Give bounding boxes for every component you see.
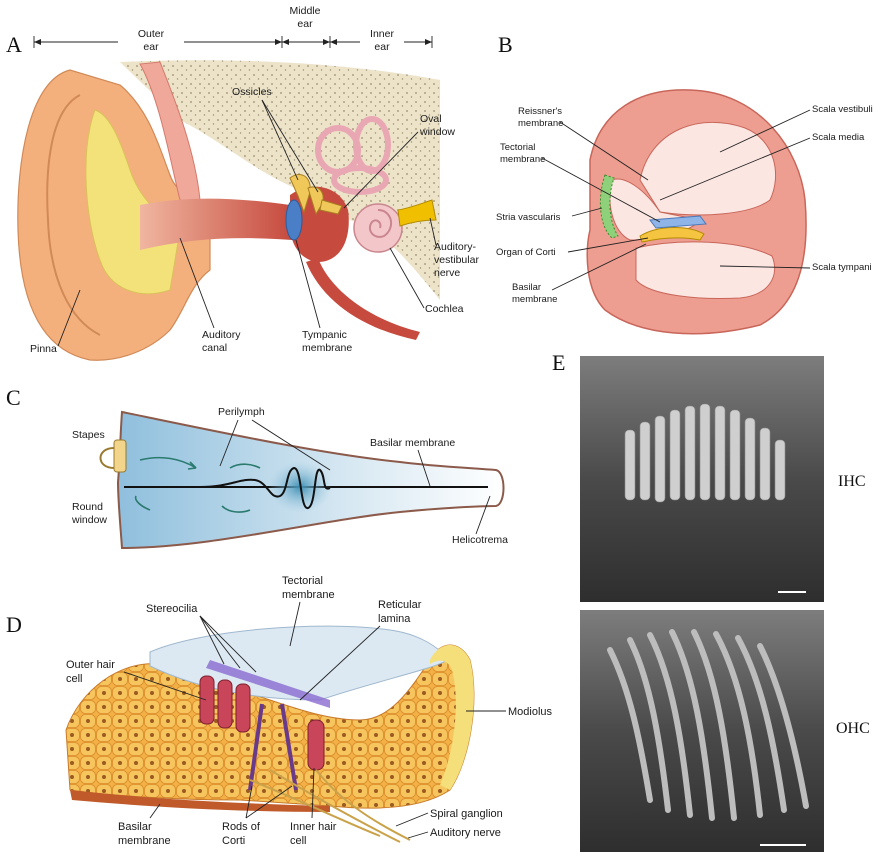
label-inner-ear-2: ear (374, 41, 390, 53)
label-tectorial-b-2: membrane (500, 154, 545, 165)
label-spiral-ganglion: Spiral ganglion (430, 808, 503, 820)
label-rods-1: Rods of (222, 821, 261, 833)
label-av-nerve-1: Auditory- (434, 241, 477, 253)
label-organ-corti: Organ of Corti (496, 247, 556, 258)
panel-e-letter: E (552, 350, 565, 375)
panel-c-letter: C (6, 385, 21, 410)
label-ohc: OHC (836, 720, 870, 737)
label-outer-ear-1: Outer (138, 28, 165, 40)
outer-hair-cells (200, 676, 250, 732)
label-inner-hair-2: cell (290, 835, 307, 847)
label-inner-ear-1: Inner (370, 28, 394, 40)
tympanic-membrane-shape (286, 200, 302, 240)
cochlea-shape (354, 204, 402, 252)
label-basilar-d-2: membrane (118, 835, 171, 847)
label-av-nerve-3: nerve (434, 267, 460, 279)
label-middle-ear-1: Middle (290, 5, 321, 17)
stapes-loop (101, 448, 115, 468)
label-tympanic-2: membrane (302, 342, 352, 354)
label-reissner-1: Reissner's (518, 106, 562, 117)
label-perilymph: Perilymph (218, 406, 265, 418)
label-middle-ear-2: ear (297, 18, 313, 30)
label-ihc: IHC (838, 473, 866, 490)
label-ossicles: Ossicles (232, 86, 272, 98)
label-stapes: Stapes (72, 429, 105, 441)
panel-d: D Tectorial membrane Stereocilia (6, 575, 553, 847)
label-basilar-c: Basilar membrane (370, 437, 455, 449)
label-av-nerve-2: vestibular (434, 254, 479, 266)
label-auditory-nerve: Auditory nerve (430, 827, 501, 839)
panel-a-letter: A (6, 32, 22, 57)
label-stereocilia: Stereocilia (146, 603, 198, 615)
panel-c: C Stapes Perilymph Basilar membrane Roun… (6, 385, 508, 548)
label-tectorial-d-2: membrane (282, 589, 335, 601)
label-reissner-2: membrane (518, 118, 563, 129)
panel-b: B Reissner's membrane Tectorial membrane… (496, 32, 873, 334)
scala-tympani-shape (636, 242, 775, 299)
panel-d-letter: D (6, 612, 22, 637)
label-pinna: Pinna (30, 343, 57, 355)
label-scala-media: Scala media (812, 132, 865, 143)
label-tectorial-b-1: Tectorial (500, 142, 535, 153)
label-reticular-1: Reticular (378, 599, 422, 611)
label-inner-hair-1: Inner hair (290, 821, 337, 833)
panel-b-letter: B (498, 32, 513, 57)
label-rods-2: Corti (222, 835, 245, 847)
panel-a: A Outer ear Middle ear Inner ear (6, 5, 479, 360)
panel-e: E IHC OH (552, 350, 870, 852)
label-basilar-b-2: membrane (512, 294, 557, 305)
label-auditory-canal-2: canal (202, 342, 227, 354)
label-outer-hair-cell-1: Outer hair (66, 659, 115, 671)
label-reticular-2: lamina (378, 613, 411, 625)
label-helicotrema: Helicotrema (452, 534, 508, 546)
label-round-window-2: window (71, 514, 107, 526)
label-round-window-1: Round (72, 501, 103, 513)
label-scala-vestibuli: Scala vestibuli (812, 104, 873, 115)
auditory-canal (140, 199, 292, 250)
label-outer-hair-cell-2: cell (66, 673, 83, 685)
label-tympanic-1: Tympanic (302, 329, 347, 341)
label-modiolus: Modiolus (508, 706, 553, 718)
stapes-shape (114, 440, 126, 472)
inner-hair-cell-shape (308, 720, 324, 770)
label-outer-ear-2: ear (143, 41, 159, 53)
label-tectorial-d-1: Tectorial (282, 575, 323, 587)
label-oval-window-2: window (419, 126, 455, 138)
label-scala-tympani: Scala tympani (812, 262, 872, 273)
label-oval-window-1: Oval (420, 113, 442, 125)
label-basilar-b-1: Basilar (512, 282, 541, 293)
label-stria: Stria vascularis (496, 212, 561, 223)
label-cochlea: Cochlea (425, 303, 464, 315)
label-basilar-d-1: Basilar (118, 821, 152, 833)
label-auditory-canal-1: Auditory (202, 329, 241, 341)
